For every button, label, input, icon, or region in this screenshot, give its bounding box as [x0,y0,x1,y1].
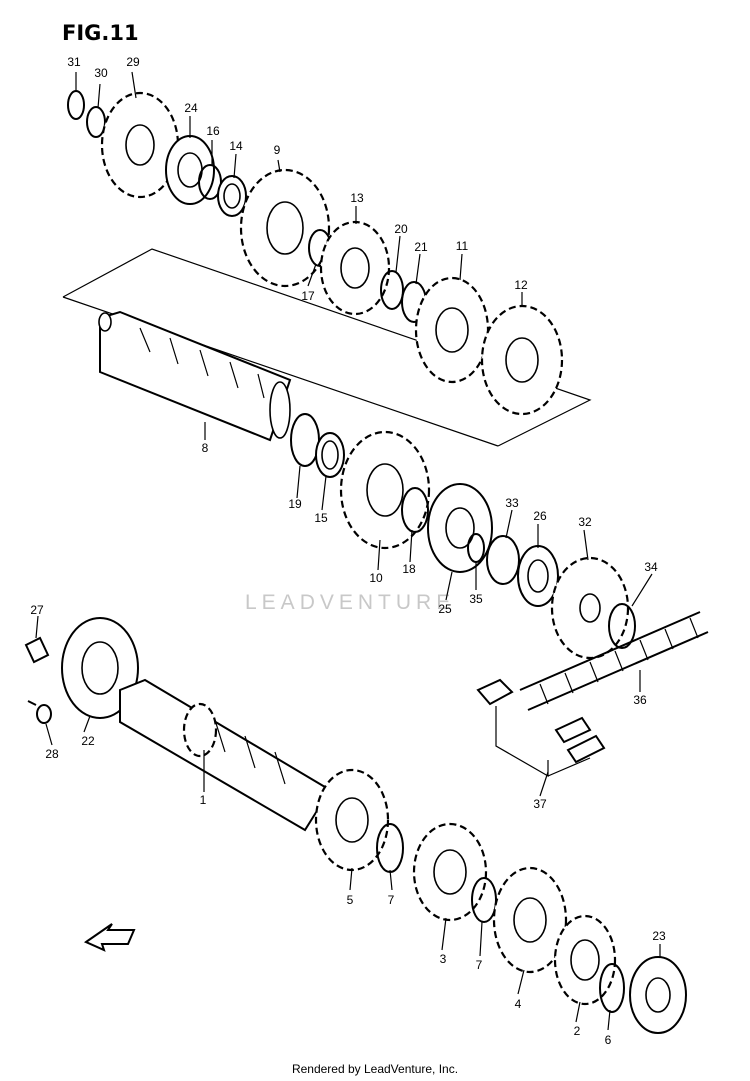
part-label-15: 15 [314,511,328,525]
part-label-31: 31 [67,55,81,69]
part-36-drive-chain[interactable] [519,611,709,711]
part-label-1: 1 [200,793,207,807]
part-label-30: 30 [94,66,108,80]
part-13-gear[interactable] [319,220,391,316]
part-26-seal[interactable] [517,545,559,607]
part-label-22: 22 [81,734,95,748]
part-10-gear[interactable] [339,430,431,550]
part-4-gear[interactable] [492,866,568,974]
part-37-master-link[interactable] [476,678,606,778]
part-31-circlip[interactable] [67,90,85,120]
footer-credit: Rendered by LeadVenture, Inc. [291,1062,459,1076]
front-arrow-icon [83,923,136,952]
part-label-8: 8 [202,441,209,455]
part-label-2: 2 [574,1024,581,1038]
part-12-gear[interactable] [480,304,564,416]
watermark: LEADVENTURE [245,591,455,614]
part-label-33: 33 [505,496,519,510]
part-label-18: 18 [402,562,416,576]
part-label-12: 12 [514,278,528,292]
part-label-28: 28 [45,747,59,761]
figure-title: FIG.11 [62,21,139,45]
part-label-19: 19 [288,497,302,511]
part-label-16: 16 [206,124,220,138]
part-label-34: 34 [644,560,658,574]
part-8-countershaft[interactable] [98,310,292,442]
part-label-17: 17 [301,289,315,303]
leader-lines [35,71,661,1031]
part-label-20: 20 [394,222,408,236]
part-label-4: 4 [515,997,522,1011]
part-label-13: 13 [350,191,364,205]
part-28-screw[interactable] [27,700,52,724]
part-label-36: 36 [633,693,647,707]
part-label-24: 24 [184,101,198,115]
part-label-27: 27 [30,603,44,617]
part-25-bearing[interactable] [427,483,493,573]
part-23-bearing[interactable] [629,956,687,1034]
part-14-bushing[interactable] [217,175,247,217]
part-15-bushing[interactable] [315,432,345,478]
part-label-14: 14 [229,139,243,153]
part-label-26: 26 [533,509,547,523]
part-label-11: 11 [456,239,469,253]
part-label-25: 25 [438,602,452,616]
part-label-21: 21 [414,240,428,254]
part-9-gear[interactable] [239,168,331,288]
part-18-washer[interactable] [401,487,429,533]
part-label-6: 6 [605,1033,612,1047]
part-label-9: 9 [274,143,281,157]
part-3-gear[interactable] [412,822,488,922]
part-label-3: 3 [440,952,447,966]
part-label-29: 29 [126,55,140,69]
part-6-washer[interactable] [599,963,625,1013]
part-2-gear[interactable] [553,914,617,1006]
part-label-23: 23 [652,929,666,943]
part-11-gear[interactable] [414,276,490,384]
part-19-washer[interactable] [290,413,320,467]
part-24-bearing[interactable] [165,135,215,205]
part-label-7-lower: 7 [476,958,483,972]
part-27-retainer[interactable] [24,636,50,664]
part-label-37: 37 [533,797,547,811]
part-33-spacer[interactable] [486,535,520,585]
part-label-5: 5 [347,893,354,907]
part-label-10: 10 [369,571,383,585]
part-label-7-upper: 7 [388,893,395,907]
part-20-circlip[interactable] [380,270,404,310]
part-label-32: 32 [578,515,592,529]
part-34-circlip[interactable] [608,603,636,649]
part-1-mainshaft[interactable] [119,678,332,832]
part-label-35: 35 [469,592,483,606]
part-32-sprocket[interactable] [550,556,630,660]
